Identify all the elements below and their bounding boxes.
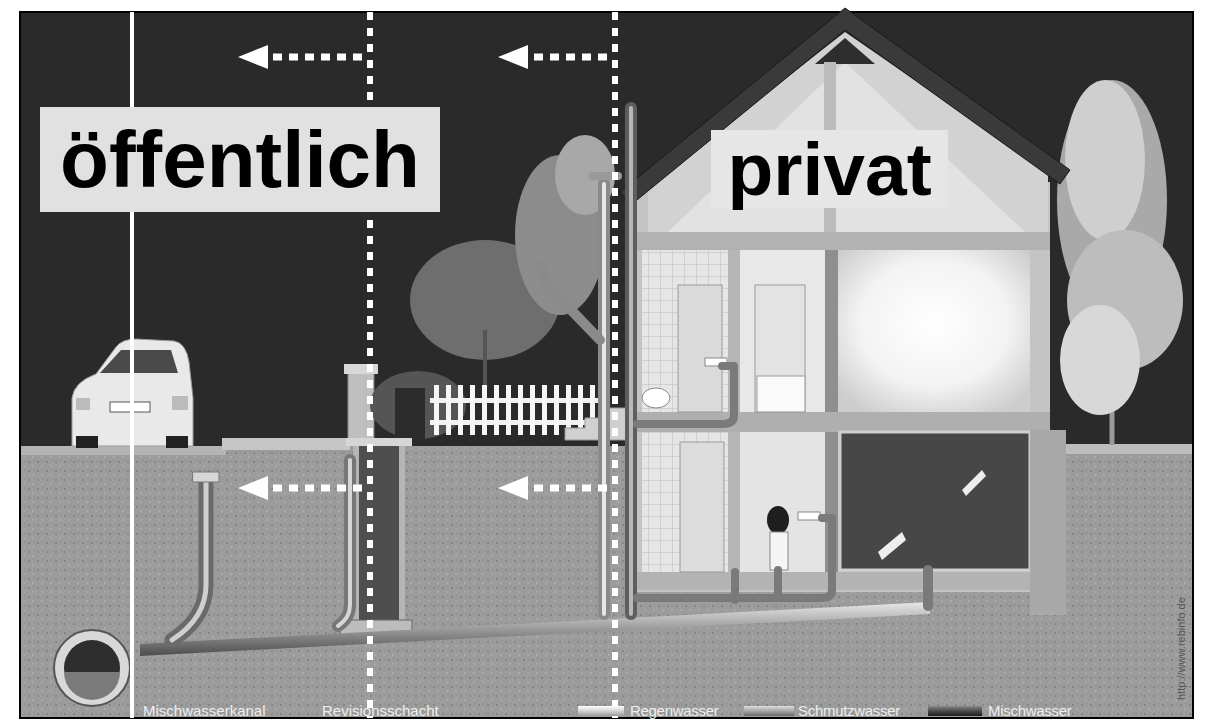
label-box: öffentlich: [40, 107, 440, 212]
arrow-shaft: [528, 54, 607, 61]
waste-pipe: [923, 570, 933, 606]
sewer-ring: [54, 630, 130, 706]
arrow-shaft: [528, 485, 607, 492]
door: [678, 285, 722, 412]
car-light: [76, 398, 90, 410]
main-pipe: [140, 602, 930, 656]
toilet: [767, 506, 789, 534]
car-wheel: [76, 436, 98, 448]
arrow-head: [498, 476, 528, 500]
toilet: [642, 388, 670, 408]
tree-right: [1057, 80, 1183, 445]
arrow-head: [238, 476, 268, 500]
tree-trunk: [483, 330, 487, 385]
attic-room: [668, 62, 1025, 232]
boundary-dashed: [612, 12, 618, 718]
car-window: [100, 350, 178, 373]
basement-room: [642, 432, 728, 572]
fence-rail: [430, 420, 600, 425]
floor-slab: [637, 232, 1050, 250]
waste-pipe: [731, 572, 739, 600]
waste-bin: [395, 388, 425, 440]
shaft-cover: [346, 438, 412, 446]
pipe-highlight: [602, 184, 606, 614]
car-wheel: [166, 436, 188, 448]
legend-label: Regenwasser: [630, 703, 718, 718]
basement-wc: [740, 432, 825, 572]
sewer-water: [64, 672, 120, 700]
legend-pipe-sample: [744, 706, 794, 716]
bathroom: [642, 250, 728, 412]
fence-rail: [430, 398, 600, 403]
part-label: Revisionsschacht: [322, 703, 439, 718]
bathtub: [757, 376, 805, 412]
rain-branch: [540, 266, 600, 340]
rain-downpipe: [598, 184, 610, 614]
waste-pipe: [637, 366, 734, 424]
foundation: [1030, 430, 1066, 615]
legend-label: Schmutzwasser: [798, 703, 900, 718]
street-drain-pipe: [172, 480, 206, 640]
tree-crown: [1060, 305, 1140, 415]
street-inlet: [193, 472, 219, 482]
label-box: privat: [711, 130, 948, 208]
car-light: [172, 396, 188, 410]
neighbour-wall: [1050, 444, 1192, 454]
toilet-base: [770, 532, 788, 570]
washroom: [740, 250, 825, 412]
combined-sewer: [54, 630, 130, 706]
road-surface: [21, 446, 226, 455]
house-wall: [637, 182, 1050, 592]
legend-label: Mischwasser: [988, 703, 1071, 718]
basement-floor: [637, 572, 1050, 590]
shaft-body: [353, 444, 405, 624]
arrow-shaft: [268, 485, 362, 492]
tree-crown: [1065, 80, 1145, 240]
waste-pipe: [774, 570, 782, 598]
washbasin: [798, 512, 820, 520]
arrow-head: [498, 45, 528, 69]
light-patch: [878, 532, 906, 560]
trees-left: [410, 135, 615, 385]
arrow-shaft: [268, 54, 362, 61]
house: [620, 8, 1070, 615]
basement-storage: [840, 432, 1030, 570]
hedge: [370, 371, 466, 439]
pipe-highlight: [172, 480, 206, 640]
door: [680, 442, 724, 572]
part-label: Mischwasserkanal: [143, 703, 266, 718]
soil-stack: [625, 108, 637, 614]
night-sky: [20, 12, 1193, 718]
legend-pipe-sample: [578, 706, 624, 716]
light-patch: [962, 470, 986, 496]
shaft-wall: [399, 444, 405, 624]
living-room: [838, 250, 1030, 412]
arrow-head: [238, 45, 268, 69]
door: [755, 285, 805, 412]
watermark: http://www.rebinfo.de: [1176, 579, 1187, 719]
legend-pipe-sample: [928, 706, 982, 716]
area-heading: öffentlich: [60, 120, 420, 200]
area-heading: privat: [727, 132, 931, 207]
pipe-highlight: [629, 108, 633, 614]
sidewalk: [222, 438, 350, 450]
